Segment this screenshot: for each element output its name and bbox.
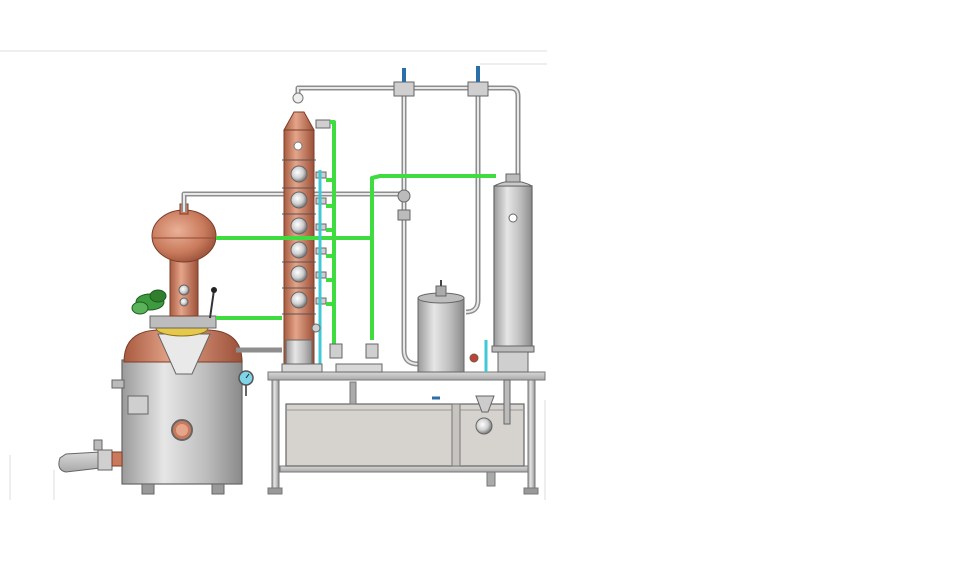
helmet-icon [151,203,217,317]
condenser-icon [475,173,535,435]
column-sight-glasses [290,165,308,309]
cyan-pipes [318,170,488,372]
column-base [281,363,383,373]
pot-still-icon [111,315,243,495]
tank-icon [417,280,465,373]
valve-icon [311,66,489,400]
pressure-gauge-icon [238,370,254,396]
cooling-water-pipes [216,120,496,344]
frame-lines [0,50,547,500]
botanical-basket [131,289,167,315]
burner-icon [58,439,123,473]
vapor-pipes-highlight [183,87,519,365]
column-icon [282,92,316,373]
lever-handle [209,287,217,319]
column-fittings [315,119,331,305]
vapor-pipes [181,85,521,367]
